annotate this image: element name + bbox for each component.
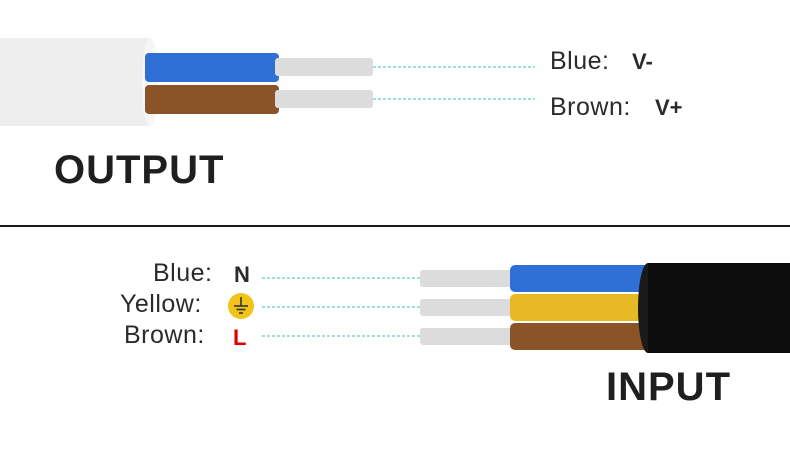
input-section: Blue: N Yellow: Brown: L INPUT	[0, 227, 790, 453]
output-cable-sheath	[0, 38, 150, 126]
output-wire-blue-insulation	[145, 53, 279, 82]
output-wire-blue-label: Blue:	[550, 47, 610, 75]
section-divider	[0, 225, 790, 227]
ground-symbol	[234, 297, 248, 314]
output-cable-illustration	[0, 38, 535, 126]
input-wire-brown-code: L	[233, 325, 247, 350]
input-wire-brown-conductor	[420, 328, 516, 345]
input-heading: INPUT	[606, 365, 731, 409]
input-wire-brown-label: Brown:	[124, 321, 205, 349]
output-heading: OUTPUT	[54, 148, 225, 192]
output-section: Blue: V- Brown: V+ OUTPUT	[0, 0, 790, 225]
input-wire-blue-conductor	[420, 270, 516, 287]
input-wire-yellow-conductor	[420, 299, 516, 316]
output-wire-blue-code: V-	[632, 49, 653, 74]
input-wire-blue-insulation	[510, 265, 650, 292]
input-cable-illustration	[262, 263, 790, 353]
input-wire-blue-label: Blue:	[153, 259, 213, 287]
output-wire-blue-conductor	[275, 58, 373, 76]
input-wire-yellow-label: Yellow:	[120, 290, 202, 318]
input-wire-brown-insulation	[510, 323, 650, 350]
input-wire-yellow-insulation	[510, 294, 650, 321]
input-wire-blue-code: N	[234, 262, 250, 287]
ground-icon	[228, 293, 254, 319]
output-wire-brown-label: Brown:	[550, 93, 631, 121]
output-wire-brown-insulation	[145, 85, 279, 114]
output-wire-brown-conductor	[275, 90, 373, 108]
input-cable-sheath	[648, 263, 790, 353]
output-wire-brown-code: V+	[655, 95, 683, 120]
